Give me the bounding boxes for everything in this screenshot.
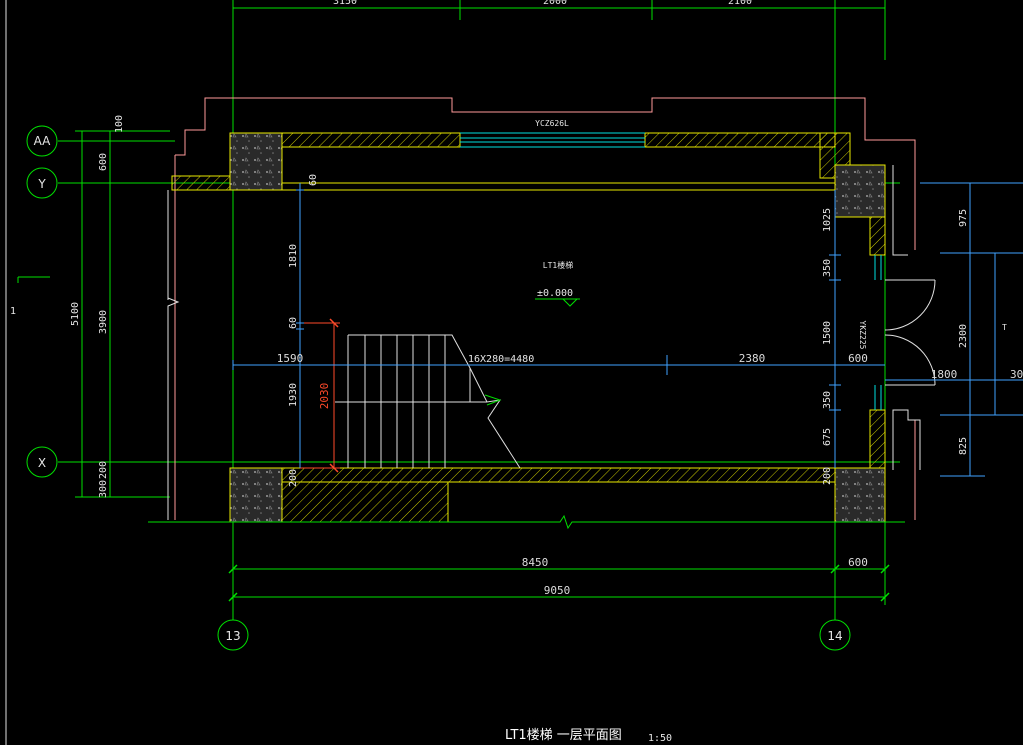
right-outer-dimensions: 975 2300 825 T 1800 30 <box>885 165 1023 477</box>
door-tag: YKZ225 <box>858 321 867 350</box>
right-inner-dimensions: 1025 350 1500 350 675 200 <box>822 190 841 485</box>
inner-dim-1930: 1930 <box>288 383 299 407</box>
outer-dim-2300: 2300 <box>958 324 969 348</box>
axis-14-label: 14 <box>827 629 842 643</box>
walls: YCZ626L <box>171 119 886 523</box>
elevation-label: ±0.000 <box>537 288 573 299</box>
right-dim-675: 675 <box>822 428 833 446</box>
inner-dim-60-top: 60 <box>308 174 319 186</box>
mid-dim-1590: 1590 <box>277 352 304 365</box>
drawing-title-block: LT1楼梯 一层平面图 1:50 <box>505 728 672 744</box>
left-dim-3900: 3900 <box>98 310 109 334</box>
inner-dim-200: 200 <box>288 469 299 487</box>
inner-dim-1810: 1810 <box>288 244 299 268</box>
bottom-dim-8450: 8450 <box>522 556 549 569</box>
left-dim-100: 100 <box>114 115 125 133</box>
right-dim-350-bottom: 350 <box>822 391 833 409</box>
right-dim-1025: 1025 <box>822 208 833 232</box>
top-dimension-row: 3150 2000 2100 <box>232 0 886 60</box>
left-dim-5100: 5100 <box>70 302 81 326</box>
left-dim-300: 300 <box>98 480 109 498</box>
right-dim-1500: 1500 <box>822 321 833 345</box>
stair-height-label: 2030 <box>318 383 331 410</box>
axis-x-label: X <box>38 456 46 470</box>
drawing-scale: 1:50 <box>648 733 672 744</box>
slab-outline <box>175 97 916 250</box>
outer-dim-825: 825 <box>958 437 969 455</box>
bottom-dim-9050: 9050 <box>544 584 571 597</box>
bottom-dim-600: 600 <box>848 556 868 569</box>
partial-mark-t: T <box>1002 323 1007 332</box>
room-label: LT1楼梯 <box>543 260 573 270</box>
right-dim-350-top: 350 <box>822 259 833 277</box>
left-outer-dimensions: 100 600 5100 3900 200 300 1 <box>10 115 180 520</box>
mid-dim-2380: 2380 <box>739 352 766 365</box>
stair-note: 16X280=4480 <box>468 354 534 365</box>
stair: 16X280=4480 <box>335 334 534 469</box>
axis-y-label: Y <box>37 177 46 191</box>
inner-left-dimensions: 60 1810 60 1930 200 <box>288 174 319 487</box>
entry-door: YKZ225 <box>858 255 936 410</box>
axis-bubbles: AA Y X 13 14 <box>26 125 851 651</box>
top-window: YCZ626L <box>460 119 645 148</box>
outer-dim-975: 975 <box>958 209 969 227</box>
bottom-dimensions: 8450 600 9050 <box>148 514 905 605</box>
door-width-1800: 1800 <box>931 368 958 381</box>
mid-dim-600: 600 <box>848 352 868 365</box>
right-dim-200: 200 <box>822 467 833 485</box>
drawing-title: LT1楼梯 一层平面图 <box>505 728 622 743</box>
left-marker: 1 <box>10 306 16 317</box>
left-dim-200: 200 <box>98 461 109 479</box>
window-tag: YCZ626L <box>535 119 569 128</box>
inner-dim-60-mid: 60 <box>288 317 299 329</box>
partial-dim-30: 30 <box>1010 368 1023 381</box>
axis-aa-label: AA <box>34 134 52 148</box>
room-annotations: LT1楼梯 ±0.000 <box>535 260 580 307</box>
top-dim-3: 2100 <box>728 0 752 7</box>
top-dim-1: 3150 <box>333 0 357 7</box>
axis-13-label: 13 <box>225 629 240 643</box>
stair-height-dimension: 2030 <box>300 318 340 473</box>
left-dim-600: 600 <box>98 153 109 171</box>
middle-horizontal-dimensions: 1590 2380 600 <box>232 352 885 375</box>
top-dim-2: 2000 <box>543 0 567 7</box>
